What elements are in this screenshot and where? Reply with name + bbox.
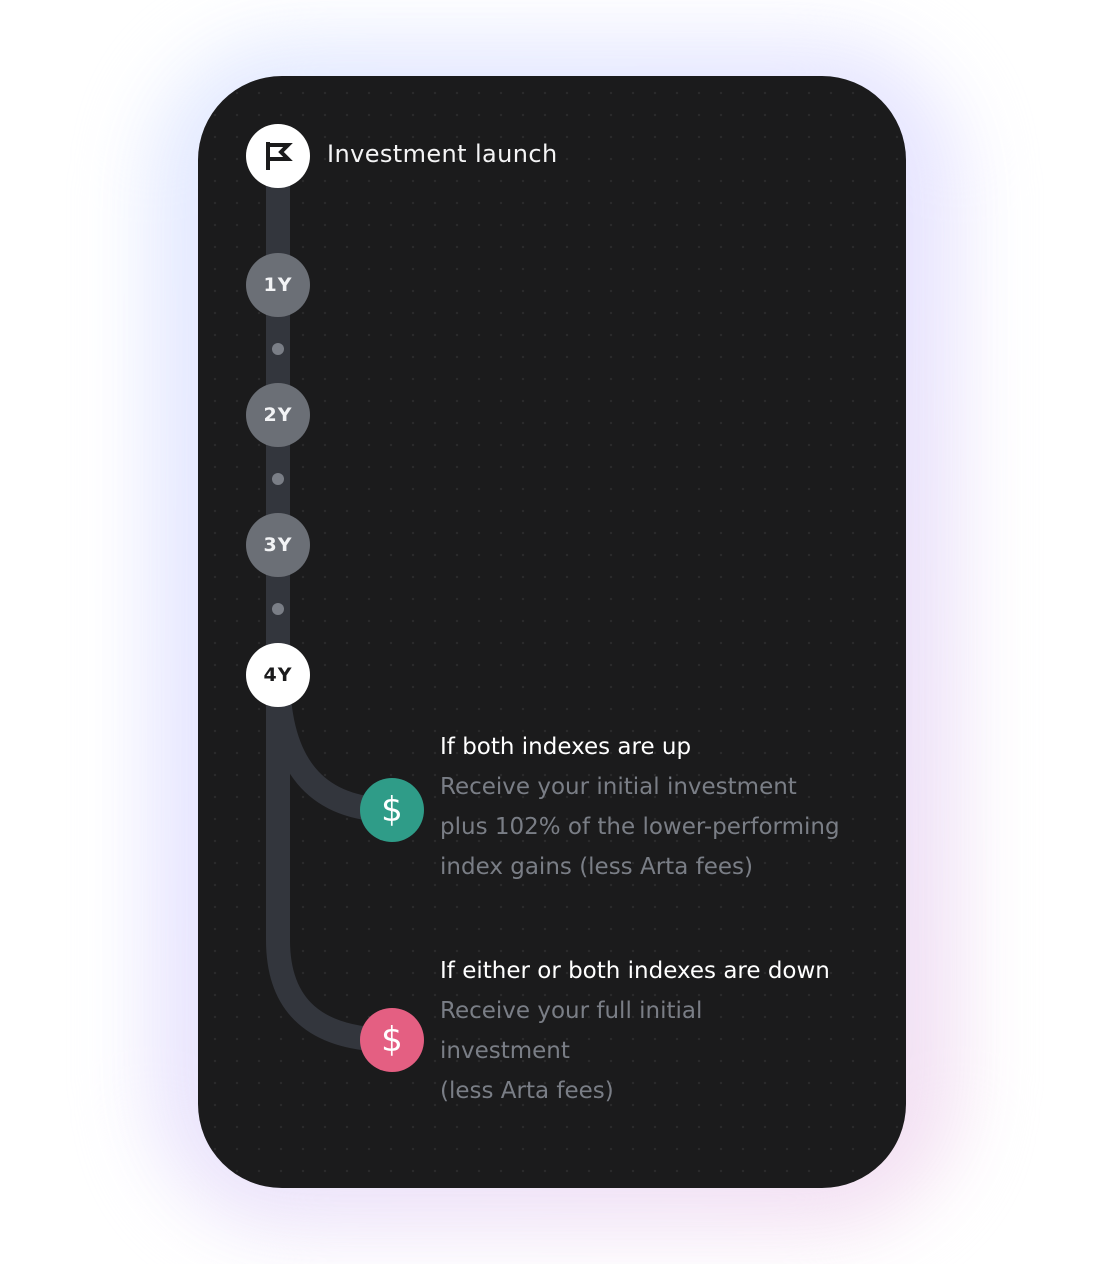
dollar-symbol: $	[381, 1020, 403, 1060]
outcome-description: Receive your full initial investment (le…	[440, 998, 703, 1104]
year-node-1: 1Y	[246, 253, 310, 317]
outcome-title: If both indexes are up	[440, 734, 692, 760]
timeline-dot	[272, 603, 284, 615]
timeline-card: Investment launch 1Y 2Y 3Y 4Y $ If both …	[198, 76, 906, 1188]
flag-icon	[266, 142, 293, 170]
outcome-indexes-up: If both indexes are up Receive your init…	[440, 727, 880, 887]
year-node-4: 4Y	[246, 643, 310, 707]
outcome-indexes-down: If either or both indexes are down Recei…	[440, 951, 880, 1111]
dollar-icon: $	[360, 778, 424, 842]
dollar-symbol: $	[381, 790, 403, 830]
timeline-dot	[272, 343, 284, 355]
outcome-description: Receive your initial investment plus 102…	[440, 774, 840, 880]
dollar-icon: $	[360, 1008, 424, 1072]
year-node-2: 2Y	[246, 383, 310, 447]
launch-node	[246, 124, 310, 188]
timeline-dot	[272, 473, 284, 485]
year-node-3: 3Y	[246, 513, 310, 577]
launch-label: Investment launch	[327, 140, 558, 168]
outcome-title: If either or both indexes are down	[440, 958, 830, 984]
